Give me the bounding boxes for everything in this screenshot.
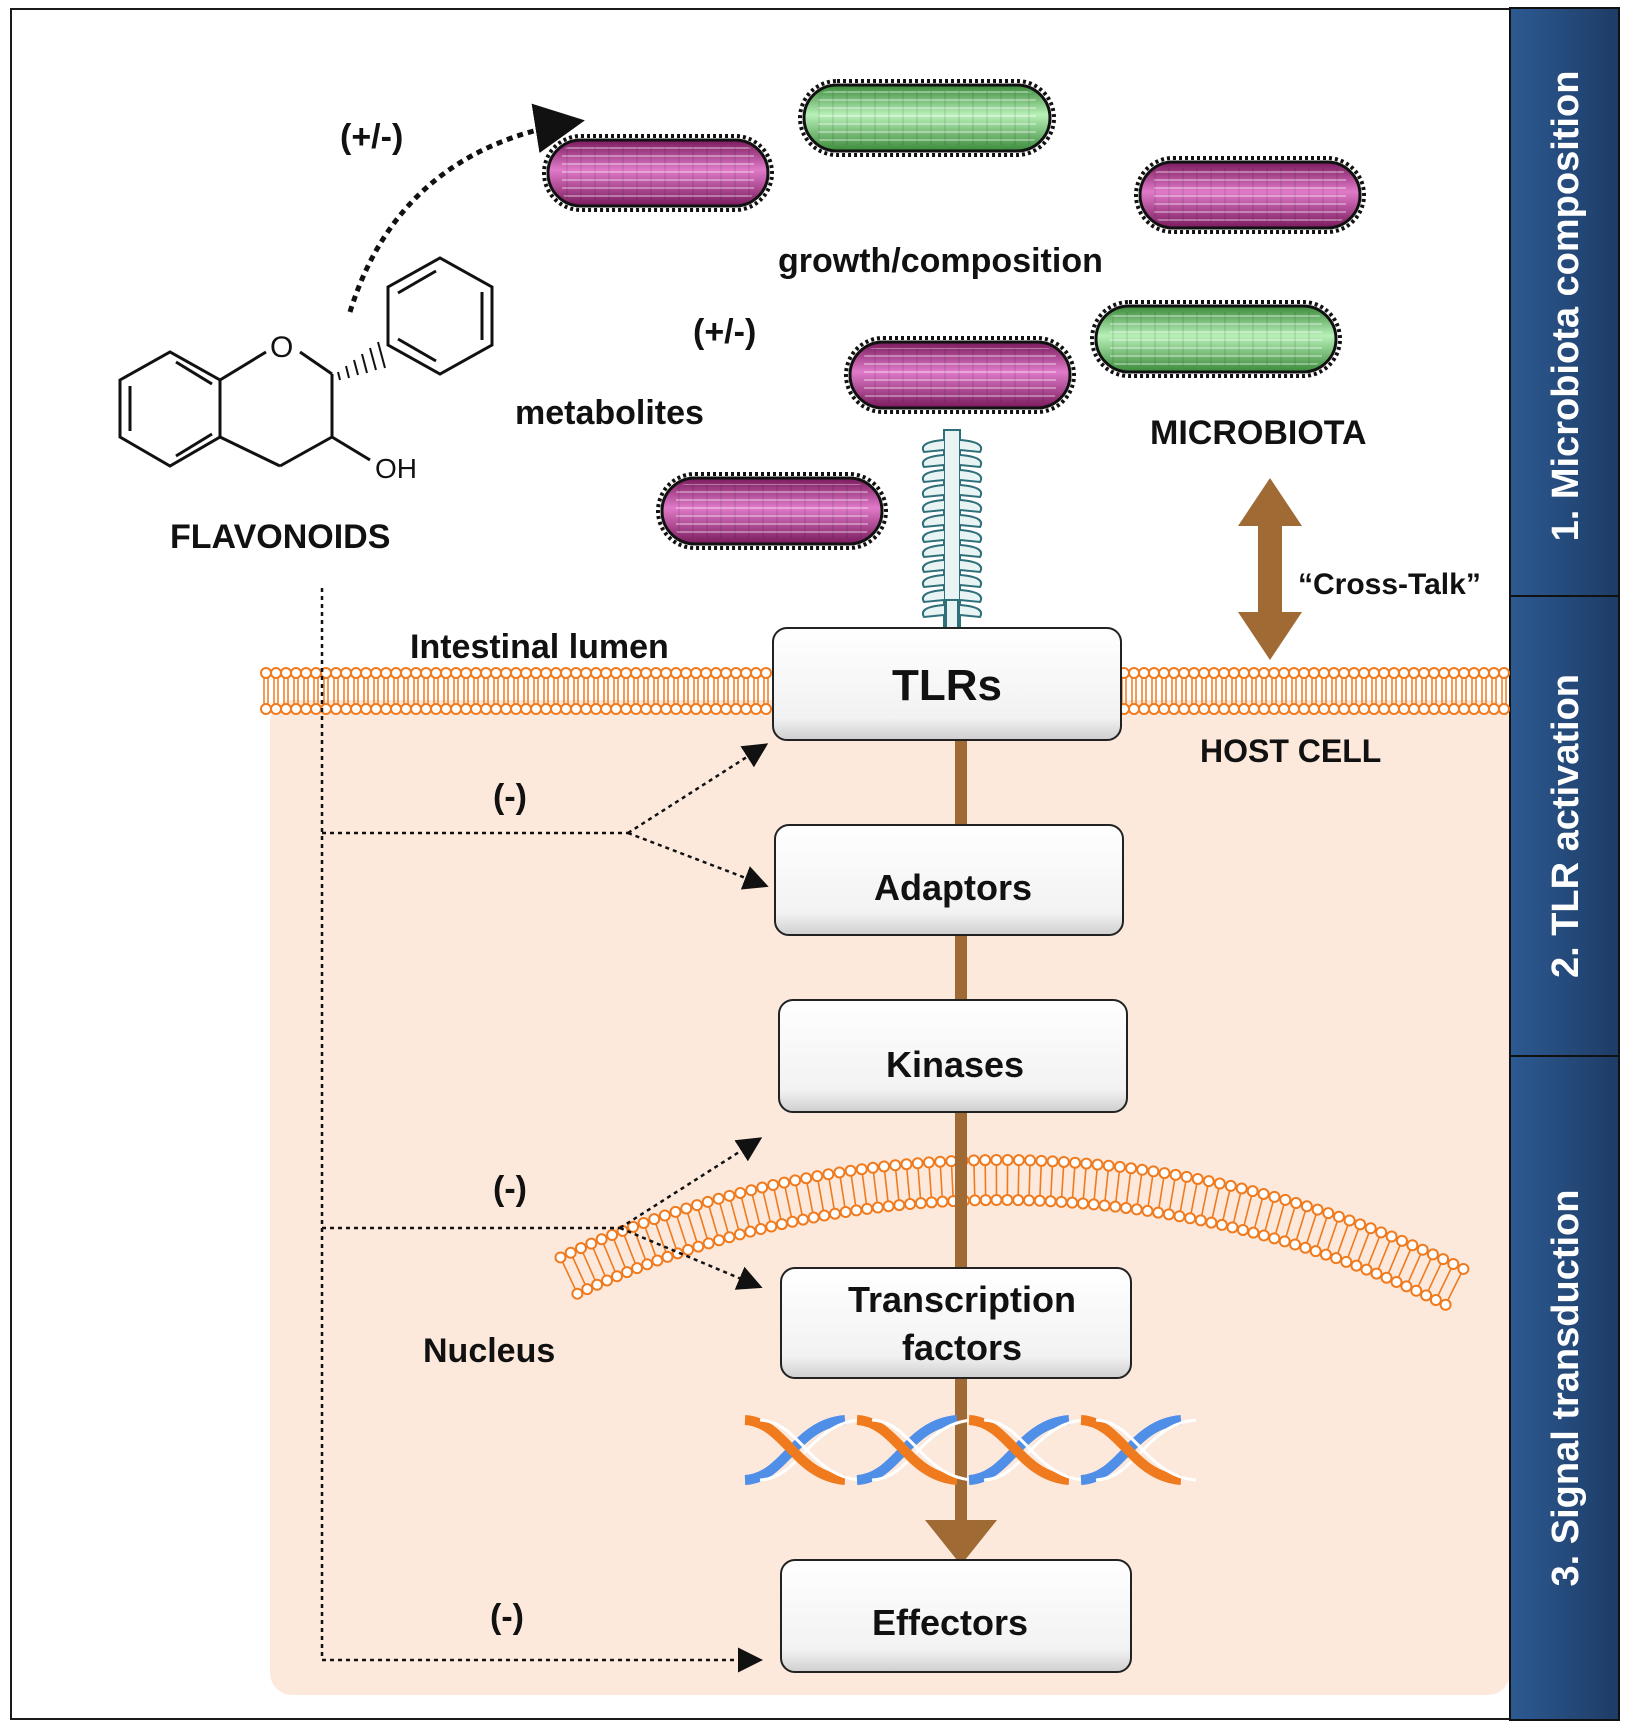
bacterium-icon xyxy=(1134,156,1366,234)
box-adaptors: Adaptors xyxy=(774,824,1124,936)
flavonoid-to-microbiota-arrow xyxy=(347,103,585,313)
microbiota-label: MICROBIOTA xyxy=(1150,414,1367,452)
molecule-oh-label: OH xyxy=(375,453,417,484)
panel-signal xyxy=(1509,1055,1620,1721)
metabolites-label: metabolites xyxy=(515,394,704,432)
tlr-receptor-icon xyxy=(922,429,982,631)
intestinal-lumen-label: Intestinal lumen xyxy=(410,628,669,666)
host-cell-label: HOST CELL xyxy=(1200,733,1381,769)
bacterium-icon xyxy=(542,134,774,212)
panel-signal-label: 3. Signal transduction xyxy=(1545,1190,1587,1587)
inhibition-lines xyxy=(320,588,769,1673)
box-effectors-label: Effectors xyxy=(872,1602,1028,1643)
nuclear-membrane xyxy=(554,1154,1470,1311)
box-transcription-factors: Transcription factors xyxy=(780,1267,1132,1379)
inhibit-label-1: (-) xyxy=(493,778,527,816)
box-kinases: Kinases xyxy=(778,999,1128,1113)
bacteria-group xyxy=(542,79,1366,550)
bacterium-icon xyxy=(1090,300,1342,378)
effect-top-label: (+/-) xyxy=(340,118,403,156)
nucleus-label: Nucleus xyxy=(423,1332,555,1370)
growth-composition-label: growth/composition xyxy=(778,242,1103,280)
box-transcription-label-2: factors xyxy=(902,1327,1022,1368)
cell-membrane xyxy=(260,667,1510,715)
box-transcription-label-1: Transcription xyxy=(848,1279,1076,1320)
stage-panels: 1. Microbiota composition 2. TLR activat… xyxy=(1509,7,1620,1721)
panel-tlr-label: 2. TLR activation xyxy=(1545,674,1587,978)
flavonoids-label: FLAVONOIDS xyxy=(170,518,390,556)
box-adaptors-label: Adaptors xyxy=(874,867,1032,908)
host-cell-region xyxy=(270,700,1510,1695)
inhibit-label-3: (-) xyxy=(490,1598,524,1636)
bacterium-icon xyxy=(656,472,888,550)
bacterium-icon xyxy=(844,336,1076,414)
effect-metabolites-label: (+/-) xyxy=(693,313,756,351)
flavonoid-structure-icon xyxy=(118,256,494,468)
crosstalk-arrow xyxy=(1238,478,1302,660)
box-effectors: Effectors xyxy=(780,1559,1132,1673)
bacterium-icon xyxy=(798,79,1056,157)
inhibit-label-2: (-) xyxy=(493,1170,527,1208)
box-tlrs: TLRs xyxy=(772,627,1122,741)
box-tlrs-label: TLRs xyxy=(892,661,1002,710)
panel-microbiota-label: 1. Microbiota composition xyxy=(1545,71,1587,542)
crosstalk-label: “Cross-Talk” xyxy=(1298,568,1481,601)
dna-helix xyxy=(744,1415,1197,1485)
panel-tlr xyxy=(1509,595,1620,1057)
box-kinases-label: Kinases xyxy=(886,1044,1024,1085)
molecule-oxygen-label: O xyxy=(270,331,293,364)
